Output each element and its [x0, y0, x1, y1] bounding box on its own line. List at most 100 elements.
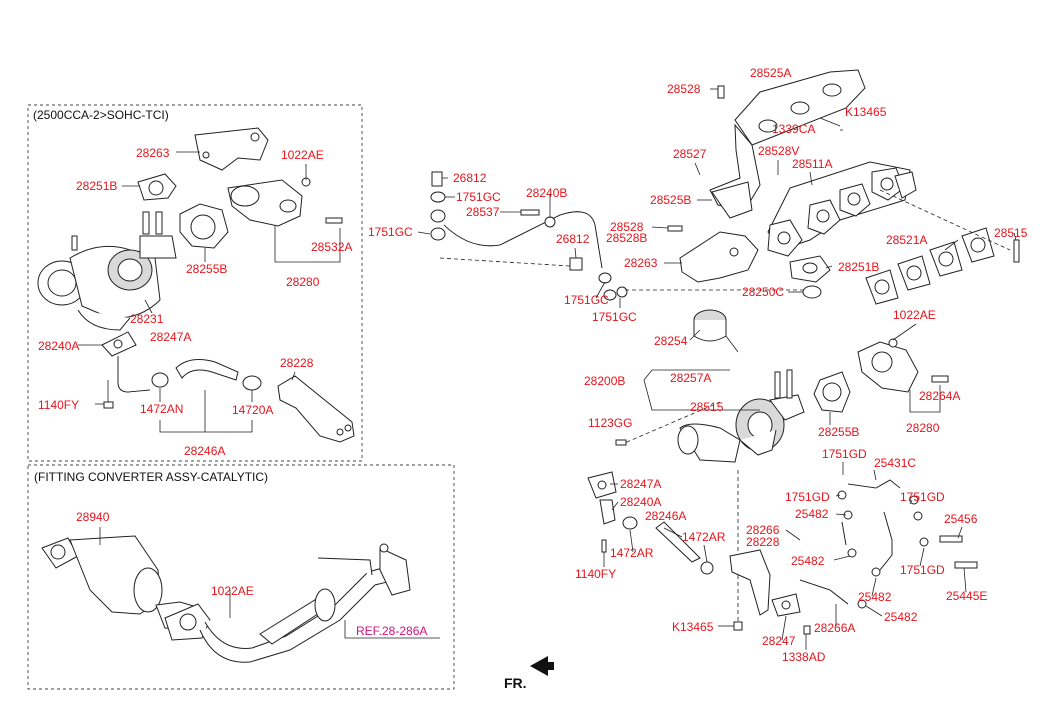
part-label[interactable]: 1472AR: [682, 530, 726, 544]
part-label[interactable]: 28528: [610, 220, 644, 234]
part-label[interactable]: 28266A: [814, 621, 855, 635]
part-label[interactable]: 28511A: [792, 157, 832, 171]
part-label[interactable]: 1472AR: [610, 546, 654, 560]
part-label[interactable]: 1751GC: [456, 190, 501, 204]
part-label[interactable]: 1751GD: [900, 563, 945, 577]
ref-label[interactable]: REF.28-286A: [356, 624, 427, 638]
part-label[interactable]: 28251B: [76, 179, 117, 193]
oil-return-pipe-center: [587, 471, 714, 575]
part-label[interactable]: 1022AE: [893, 308, 936, 322]
heat-shield-28263-center: [679, 231, 759, 283]
gasket-28255b-left: [179, 203, 229, 249]
part-label[interactable]: 28515: [690, 400, 724, 414]
part-label[interactable]: 28246A: [184, 444, 225, 458]
section-title-catalytic-converter: (FITTING CONVERTER ASSY-CATALYTIC): [34, 470, 268, 484]
part-label[interactable]: 28200B: [584, 374, 625, 388]
part-label[interactable]: 25456: [944, 512, 978, 526]
bracket-28228-left: [277, 375, 355, 443]
section-title-sohc-tci: (2500CCA-2>SOHC-TCI): [33, 108, 169, 122]
part-label[interactable]: 28250C: [742, 285, 784, 299]
part-label[interactable]: 28255B: [818, 425, 859, 439]
part-label[interactable]: 28255B: [186, 262, 227, 276]
part-label[interactable]: 1751GC: [368, 225, 413, 239]
part-label[interactable]: 28280: [906, 421, 940, 435]
part-label[interactable]: 28263: [136, 146, 170, 160]
part-label[interactable]: 28521A: [886, 233, 927, 247]
part-label[interactable]: 28515: [994, 226, 1028, 240]
part-label[interactable]: 1751GD: [900, 490, 945, 504]
elbow-28280-center: [857, 338, 949, 393]
part-label[interactable]: 26812: [453, 171, 487, 185]
part-label[interactable]: 28537: [466, 205, 500, 219]
part-label[interactable]: 1338AD: [782, 650, 826, 664]
part-label[interactable]: 28257A: [670, 371, 711, 385]
part-label[interactable]: 25482: [795, 507, 829, 521]
part-label[interactable]: 28525B: [650, 193, 691, 207]
leader-lines: [78, 88, 1017, 650]
part-label[interactable]: 28247A: [620, 477, 661, 491]
gaskets-28521a: [865, 227, 1020, 305]
bracket-28263-left: [194, 127, 269, 171]
part-label[interactable]: 25445E: [946, 589, 987, 603]
part-label[interactable]: 28247A: [150, 330, 191, 344]
part-label[interactable]: 28266: [746, 523, 780, 537]
part-label[interactable]: 1472AN: [140, 402, 183, 416]
part-label[interactable]: 28251B: [838, 260, 879, 274]
gasket-28255b-center: [813, 371, 851, 413]
section-box-sohc-tci: [27, 104, 363, 462]
leader-28246a-left: [159, 420, 253, 433]
part-label[interactable]: 28263: [624, 256, 658, 270]
front-label: FR.: [504, 675, 527, 691]
part-label[interactable]: 1751GD: [822, 447, 867, 461]
part-label[interactable]: 28528: [667, 82, 701, 96]
part-label[interactable]: 1140FY: [575, 567, 616, 581]
leader-28280-left: [274, 225, 341, 263]
part-label[interactable]: 28240A: [620, 495, 661, 509]
heat-shield-28525a: [717, 69, 866, 146]
part-label[interactable]: 28525A: [750, 66, 791, 80]
part-label[interactable]: 1140FY: [38, 398, 79, 412]
bolt-1123gg: [615, 439, 627, 446]
part-label[interactable]: 28247: [762, 634, 796, 648]
oil-pipe-left: [101, 331, 262, 409]
part-label[interactable]: 28246A: [645, 509, 686, 523]
part-label[interactable]: 25482: [858, 590, 892, 604]
part-label[interactable]: 28940: [76, 510, 110, 524]
part-label[interactable]: 28231: [130, 312, 164, 326]
part-label[interactable]: 14720A: [232, 403, 273, 417]
stud-28532a: [325, 217, 343, 224]
section-box-catalytic-converter: [27, 464, 455, 690]
ref-underline: [344, 620, 440, 639]
part-label[interactable]: 1751GD: [785, 490, 830, 504]
part-label[interactable]: 1339CA: [772, 122, 815, 136]
part-label[interactable]: 25431C: [874, 456, 916, 470]
part-label[interactable]: 28528B: [606, 231, 647, 245]
part-label[interactable]: 1751GC: [592, 310, 637, 324]
elbow-28280-left: [227, 177, 311, 227]
part-label[interactable]: K13465: [845, 105, 887, 119]
part-label[interactable]: 28254: [654, 334, 688, 348]
part-label[interactable]: 25482: [791, 554, 825, 568]
part-label[interactable]: K13465: [672, 620, 714, 634]
bracket-28228-center: [729, 549, 811, 635]
part-label[interactable]: 28532A: [311, 240, 352, 254]
part-label[interactable]: 28240B: [526, 186, 567, 200]
catalytic-converter-28940: [41, 535, 411, 663]
part-label[interactable]: 28228: [746, 535, 780, 549]
part-label[interactable]: 1123GG: [588, 416, 632, 430]
part-label[interactable]: 25482: [884, 610, 918, 624]
part-label[interactable]: 1022AE: [211, 584, 254, 598]
turbocharger-28200b: [677, 309, 805, 463]
part-label[interactable]: 28240A: [38, 339, 79, 353]
part-label[interactable]: 1751GC: [564, 293, 609, 307]
part-label[interactable]: 28528V: [758, 144, 799, 158]
part-label[interactable]: 28228: [280, 356, 314, 370]
part-label[interactable]: 28264A: [919, 389, 960, 403]
ring-28250c: [802, 285, 822, 299]
part-label[interactable]: 26812: [556, 232, 590, 246]
part-label[interactable]: 28527: [673, 147, 707, 161]
front-arrow-icon: [530, 656, 554, 676]
part-label[interactable]: 1022AE: [281, 148, 324, 162]
part-label[interactable]: 28280: [286, 275, 320, 289]
